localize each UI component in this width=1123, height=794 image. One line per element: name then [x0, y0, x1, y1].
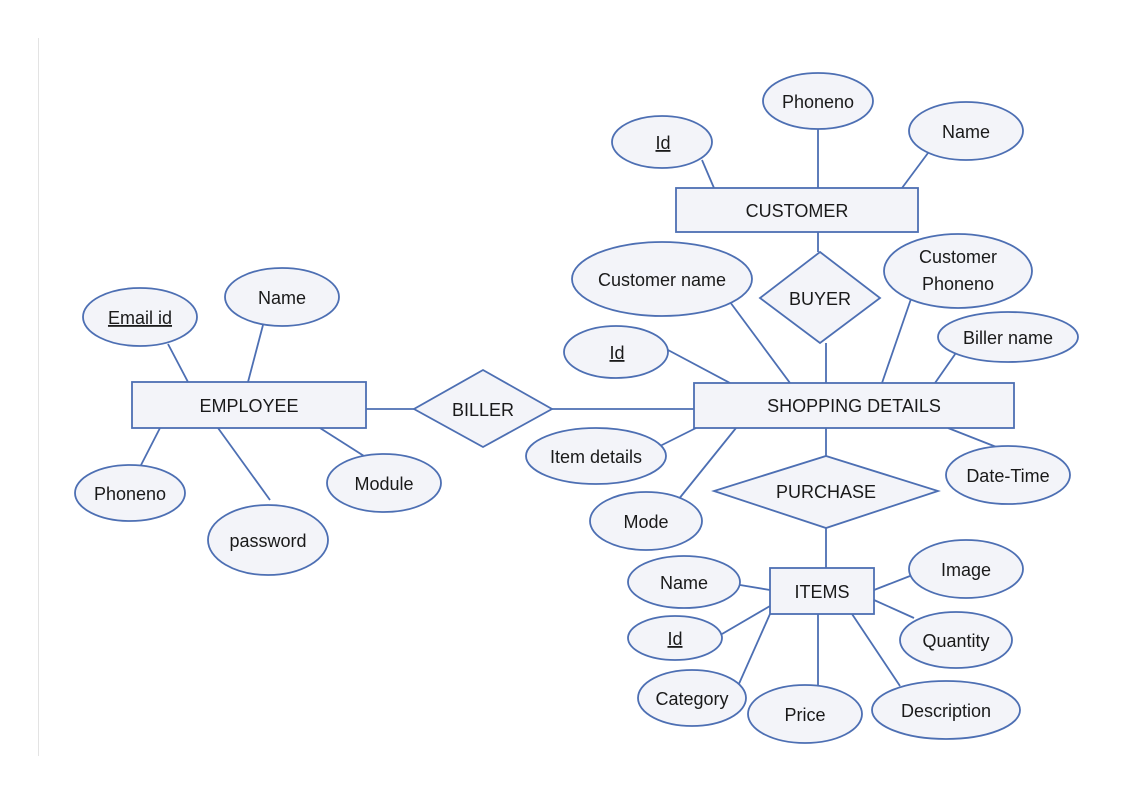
connector-shopping-id [667, 349, 731, 384]
customer-attr-name-label: Name [942, 122, 990, 142]
customer-attr-id: Id [611, 115, 713, 169]
shopping-attr-item-details: Item details [525, 427, 667, 485]
connector-items-name [739, 584, 771, 591]
employee-attr-phoneno-label: Phoneno [94, 484, 166, 504]
shopping-attr-id-label: Id [609, 343, 624, 363]
employee-attr-module-label: Module [354, 474, 413, 494]
employee-attr-phoneno: Phoneno [74, 464, 186, 522]
items-attr-quantity-label: Quantity [922, 631, 989, 651]
employee-attr-module: Module [326, 453, 442, 513]
entity-shopping-details-label: SHOPPING DETAILS [767, 396, 941, 416]
entity-shopping-details: SHOPPING DETAILS [693, 382, 1015, 429]
connector-shopping-customer-name [729, 301, 791, 384]
items-attr-name-label: Name [660, 573, 708, 593]
entity-customer-label: CUSTOMER [746, 201, 849, 221]
relationship-buyer: BUYER [758, 250, 882, 345]
employee-attr-name: Name [224, 267, 340, 327]
relationship-buyer-label: BUYER [789, 289, 851, 309]
connector-customer-name [901, 152, 929, 189]
shopping-attr-date-time-label: Date-Time [966, 466, 1049, 486]
items-attr-image-label: Image [941, 560, 991, 580]
relationship-biller: BILLER [412, 368, 554, 449]
connector-shopping-customer-phoneno [881, 295, 913, 384]
items-attr-category: Category [637, 669, 747, 727]
shopping-attr-customer-phoneno: Customer Phoneno [883, 233, 1033, 309]
employee-attr-password-label: password [229, 531, 306, 551]
items-attr-price: Price [747, 684, 863, 744]
shopping-attr-item-details-label: Item details [550, 447, 642, 467]
shopping-attr-customer-phoneno-line2: Phoneno [922, 274, 994, 294]
connector-items-id [721, 605, 771, 635]
connector-items-category [737, 613, 771, 687]
entity-employee-label: EMPLOYEE [199, 396, 298, 416]
shopping-attr-mode: Mode [589, 491, 703, 551]
items-attr-description-label: Description [901, 701, 991, 721]
connectors [139, 128, 1005, 690]
entity-employee: EMPLOYEE [131, 381, 367, 429]
customer-attr-phoneno-label: Phoneno [782, 92, 854, 112]
items-attr-category-label: Category [655, 689, 728, 709]
relationship-biller-label: BILLER [452, 400, 514, 420]
connector-shopping-biller-name [934, 349, 959, 384]
items-attr-id: Id [627, 615, 723, 661]
items-attr-quantity: Quantity [899, 611, 1013, 669]
items-attr-price-label: Price [784, 705, 825, 725]
employee-attr-email-id: Email id [82, 287, 198, 347]
customer-attr-id-label: Id [655, 133, 670, 153]
items-attr-description: Description [871, 680, 1021, 740]
entity-items-label: ITEMS [794, 582, 849, 602]
connector-employee-module [319, 427, 365, 457]
customer-attr-name: Name [908, 101, 1024, 161]
connector-employee-email [167, 343, 189, 383]
shopping-attr-customer-name-label: Customer name [598, 270, 726, 290]
connector-shopping-item-details [659, 427, 697, 447]
shopping-attr-customer-phoneno-line1: Customer [919, 247, 997, 267]
employee-attr-name-label: Name [258, 288, 306, 308]
connector-items-description [851, 613, 901, 687]
shopping-attr-date-time: Date-Time [945, 445, 1071, 505]
items-attr-image: Image [908, 539, 1024, 599]
connector-items-quantity [873, 599, 915, 619]
employee-attr-email-id-label: Email id [108, 308, 172, 328]
connector-shopping-mode [673, 427, 737, 506]
entity-customer: CUSTOMER [675, 187, 919, 233]
items-attr-id-label: Id [667, 629, 682, 649]
items-attr-name: Name [627, 555, 741, 609]
connector-customer-id [701, 159, 715, 189]
relationship-purchase: PURCHASE [711, 455, 941, 529]
connector-employee-name [247, 324, 264, 383]
customer-attr-phoneno: Phoneno [762, 72, 874, 130]
entity-items: ITEMS [769, 567, 875, 615]
connector-employee-password [217, 427, 271, 501]
connector-employee-phoneno [139, 427, 161, 468]
shopping-attr-biller-name: Biller name [937, 311, 1079, 363]
page-left-rule [38, 38, 39, 756]
connector-items-image [873, 575, 911, 591]
employee-attr-password: password [207, 504, 329, 576]
shopping-attr-customer-name: Customer name [571, 241, 753, 317]
shopping-attr-mode-label: Mode [623, 512, 668, 532]
shopping-attr-id: Id [563, 325, 669, 379]
relationship-purchase-label: PURCHASE [776, 482, 876, 502]
shopping-attr-biller-name-label: Biller name [963, 328, 1053, 348]
